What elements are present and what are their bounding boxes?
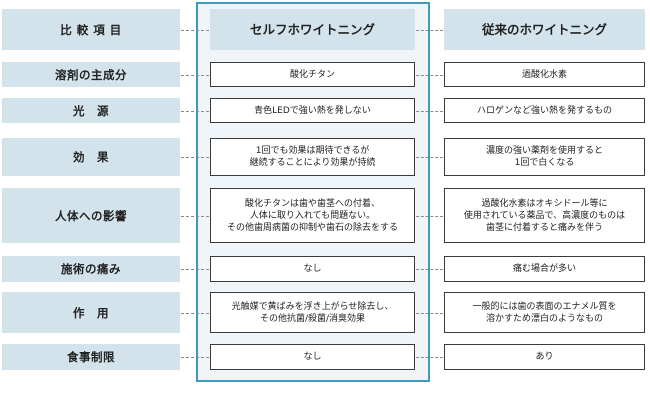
connector-dash bbox=[416, 215, 443, 217]
comparison-row-solvent: 溶剤の主成分 酸化チタン 過酸化水素 bbox=[0, 62, 650, 87]
self-value: なし bbox=[210, 256, 415, 282]
row-label: 効 果 bbox=[2, 138, 180, 176]
connector-dash bbox=[416, 74, 443, 76]
connector-dash bbox=[416, 157, 443, 158]
comparison-row-effect: 効 果 1回でも効果は期待できるが 継続することにより効果が持続 濃度の強い薬剤… bbox=[0, 138, 650, 176]
row-label: 光 源 bbox=[2, 98, 180, 123]
connector-dash bbox=[416, 357, 443, 358]
connector-dash bbox=[181, 312, 209, 314]
comparison-row-diet-restriction: 食事制限 なし あり bbox=[0, 344, 650, 370]
self-value: 酸化チタン bbox=[210, 62, 415, 87]
connector-dash bbox=[181, 269, 209, 270]
row-label: 溶剤の主成分 bbox=[2, 62, 180, 87]
connector-dash bbox=[181, 215, 209, 217]
comparison-row-action: 作 用 光触媒で黄ばみを浮き上がらせ除去し、 その他抗菌/殺菌/消臭効果 一般的… bbox=[0, 292, 650, 333]
conventional-value: ハロゲンなど強い熱を発するもの bbox=[444, 98, 645, 123]
self-value: 酸化チタンは歯や歯茎への付着、 人体に取り入れても問題ない。 その他歯周病菌の抑… bbox=[210, 188, 415, 243]
conventional-value: あり bbox=[444, 344, 645, 370]
connector-dash bbox=[181, 110, 209, 112]
header-row: 比 較 項 目 セルフホワイトニング 従来のホワイトニング bbox=[0, 9, 650, 50]
self-value: なし bbox=[210, 344, 415, 370]
connector-dash bbox=[416, 110, 443, 112]
row-label: 人体への影響 bbox=[2, 188, 180, 243]
header-item-label: 比 較 項 目 bbox=[2, 9, 180, 50]
conventional-value: 痛む場合が多い bbox=[444, 256, 645, 282]
self-value: 青色LEDで強い熱を発しない bbox=[210, 98, 415, 123]
comparison-row-light-source: 光 源 青色LEDで強い熱を発しない ハロゲンなど強い熱を発するもの bbox=[0, 98, 650, 123]
connector-dash bbox=[181, 357, 209, 358]
connector-dash bbox=[416, 269, 443, 270]
self-value: 1回でも効果は期待できるが 継続することにより効果が持続 bbox=[210, 138, 415, 176]
connector-dash bbox=[416, 29, 443, 31]
conventional-value: 一般的には歯の表面のエナメル質を 溶かすため漂白のようなもの bbox=[444, 292, 645, 333]
connector-dash bbox=[181, 157, 209, 158]
conventional-value: 過酸化水素はオキシドール等に 使用されている薬品で、高濃度のものは 歯茎に付着す… bbox=[444, 188, 645, 243]
comparison-row-pain: 施術の痛み なし 痛む場合が多い bbox=[0, 256, 650, 282]
row-label: 施術の痛み bbox=[2, 256, 180, 282]
header-conventional-whitening: 従来のホワイトニング bbox=[444, 9, 645, 50]
row-label: 作 用 bbox=[2, 292, 180, 333]
conventional-value: 濃度の強い薬剤を使用すると 1回で白くなる bbox=[444, 138, 645, 176]
row-label: 食事制限 bbox=[2, 344, 180, 370]
conventional-value: 過酸化水素 bbox=[444, 62, 645, 87]
connector-dash bbox=[181, 74, 209, 76]
self-value: 光触媒で黄ばみを浮き上がらせ除去し、 その他抗菌/殺菌/消臭効果 bbox=[210, 292, 415, 333]
comparison-row-body-impact: 人体への影響 酸化チタンは歯や歯茎への付着、 人体に取り入れても問題ない。 その… bbox=[0, 188, 650, 243]
header-self-whitening: セルフホワイトニング bbox=[210, 9, 415, 50]
connector-dash bbox=[181, 29, 209, 31]
connector-dash bbox=[416, 312, 443, 314]
